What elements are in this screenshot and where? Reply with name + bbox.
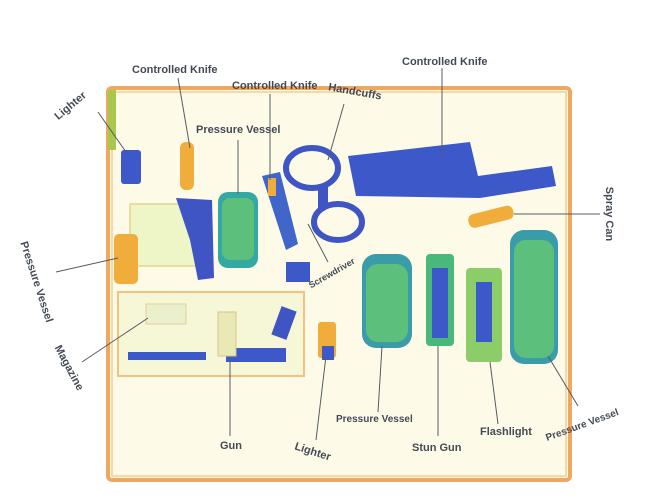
lighter-bottom-inner	[322, 346, 334, 360]
lighter-top-object	[121, 150, 141, 184]
label-pressure-vessel-bottom: Pressure Vessel	[336, 414, 413, 425]
knife-left-blade	[176, 198, 214, 280]
label-stun-gun: Stun Gun	[412, 442, 462, 454]
leader-magazine	[81, 317, 149, 363]
magazine-bar	[128, 352, 206, 360]
pressure-vessel-right-inner	[514, 240, 554, 358]
leader-lighter-top	[97, 111, 127, 153]
gun-part	[271, 306, 297, 340]
knife-mid-handle	[268, 178, 276, 196]
handcuff-ring-2	[311, 201, 365, 243]
flashlight-inner	[476, 282, 492, 342]
pressure-vessel-left-object	[114, 234, 138, 284]
label-controlled-knife-left: Controlled Knife	[132, 64, 218, 76]
leader-pressure-vessel-right	[547, 355, 579, 407]
leader-flashlight	[489, 361, 499, 425]
label-controlled-knife-mid: Controlled Knife	[232, 80, 318, 92]
leader-lines	[55, 68, 600, 441]
knife-left-handle	[180, 142, 194, 190]
spray-can-object	[468, 205, 514, 228]
handcuff-ring-1	[283, 145, 341, 191]
baggage-tray-inner	[111, 91, 567, 477]
leader-knife-left	[177, 77, 191, 149]
knife-right-object	[348, 142, 556, 198]
leader-lighter-bottom	[315, 355, 327, 441]
label-pressure-vessel-top: Pressure Vessel	[196, 124, 281, 136]
leader-handcuffs	[327, 103, 345, 161]
tray-edge-detail	[108, 90, 116, 150]
leader-screwdriver	[307, 223, 329, 263]
label-gun: Gun	[220, 440, 242, 452]
stun-gun-inner	[432, 268, 448, 338]
leader-pressure-vessel-left	[55, 257, 119, 273]
gun-object	[226, 348, 286, 362]
magazine-object	[145, 303, 187, 325]
gun-grip	[217, 311, 237, 357]
label-controlled-knife-right: Controlled Knife	[402, 56, 488, 68]
pressure-vessel-top-inner	[222, 198, 254, 260]
label-flashlight: Flashlight	[480, 426, 532, 438]
pressure-vessel-bottom-inner	[366, 264, 408, 342]
leader-pressure-vessel-bottom	[377, 345, 383, 413]
label-spray-can: Spray Can	[603, 186, 616, 242]
screwdriver-object	[286, 262, 310, 282]
handcuff-chain	[318, 186, 328, 208]
